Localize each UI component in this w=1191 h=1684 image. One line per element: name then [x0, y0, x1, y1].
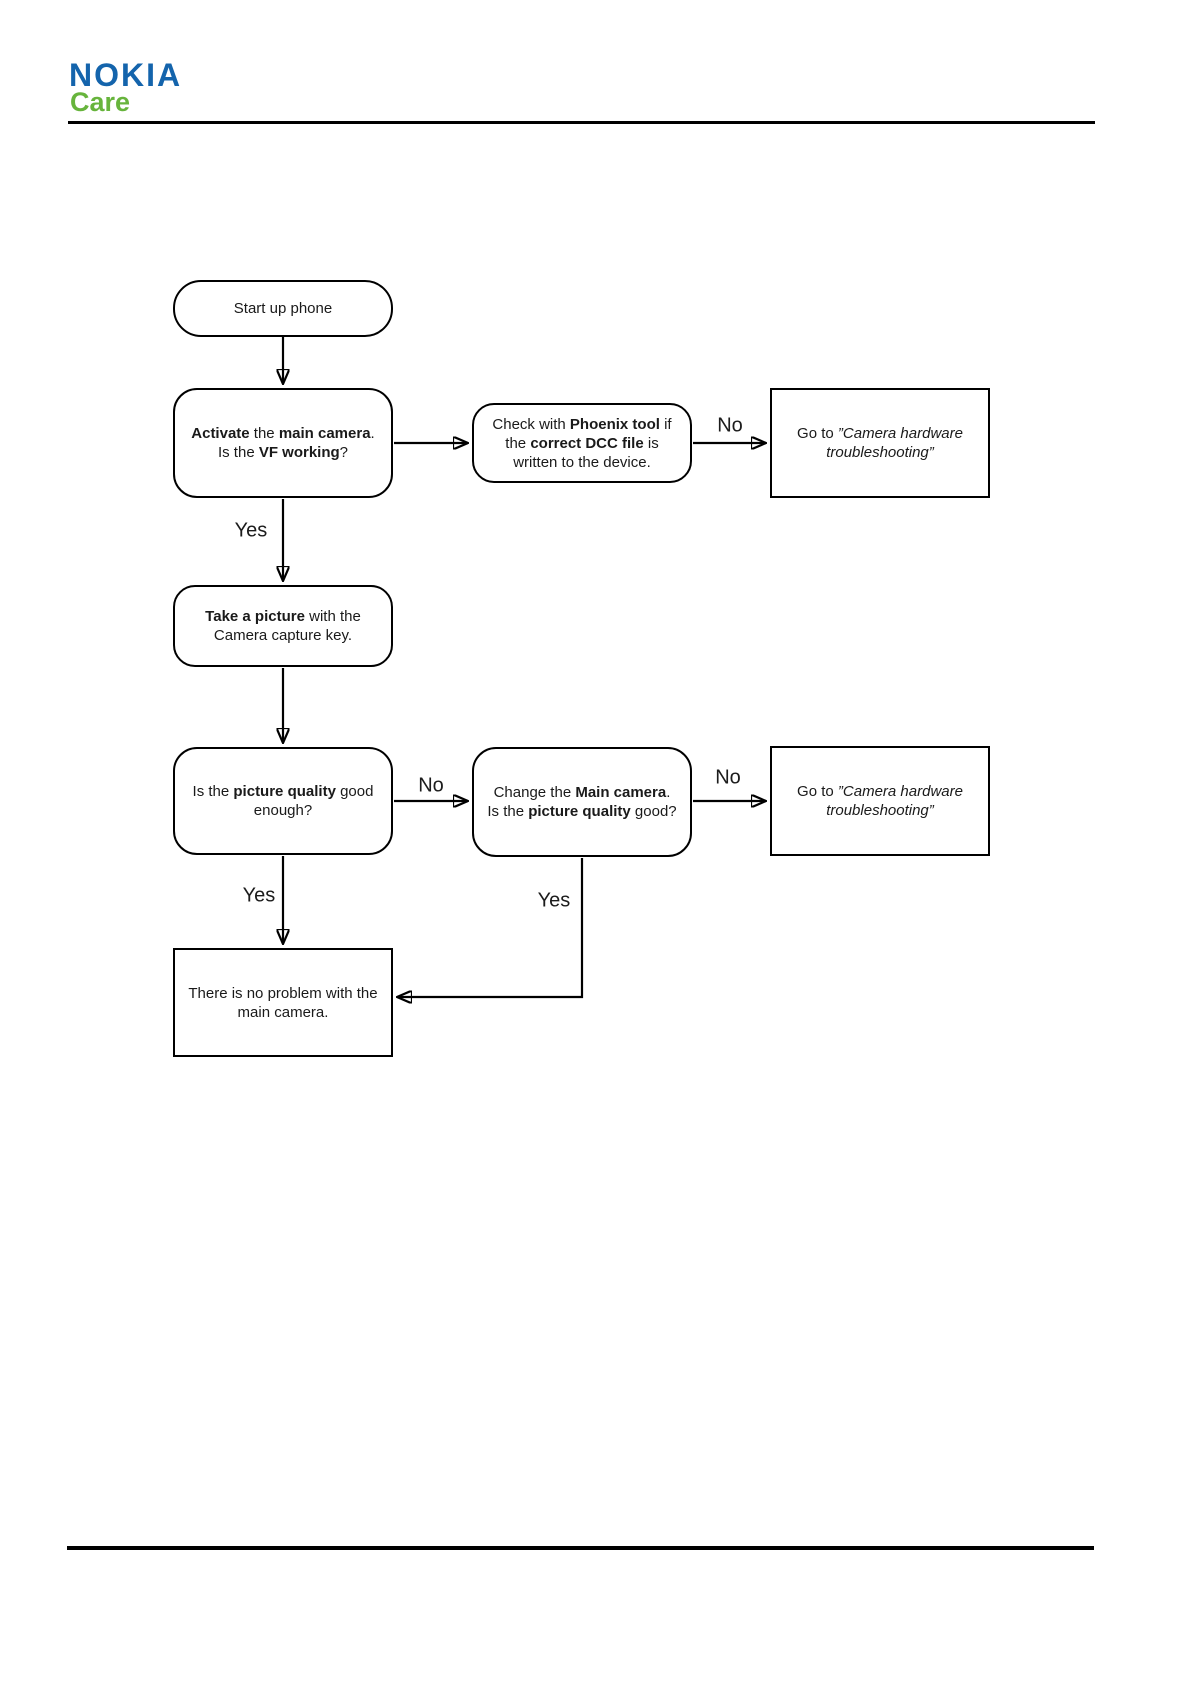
edge-label-no-1: No [717, 414, 743, 437]
flow-node-change-camera-text: Change the Main camera.Is the picture qu… [487, 784, 677, 820]
nokia-logo: NOKIA [69, 57, 183, 93]
flow-node-start-text: Start up phone [233, 300, 333, 317]
flow-node-goto-hardware-1: Go to ”Camera hardware troubleshooting” [770, 388, 990, 498]
edge-label-yes-3: Yes [537, 889, 571, 912]
flow-node-activate-camera: Activate the main camera.Is the VF worki… [173, 388, 393, 498]
flow-node-start: Start up phone [173, 280, 393, 337]
flow-node-goto-hardware-2-text: Go to ”Camera hardware troubleshooting” [797, 783, 963, 819]
flow-node-goto-hardware-2: Go to ”Camera hardware troubleshooting” [770, 746, 990, 856]
flow-node-goto-hardware-1-text: Go to ”Camera hardware troubleshooting” [797, 425, 963, 461]
edge-label-yes-2: Yes [242, 884, 276, 907]
flow-node-activate-camera-text: Activate the main camera.Is the VF worki… [191, 425, 375, 461]
care-logo: Care [70, 87, 131, 117]
edge-label-no-3: No [715, 766, 741, 789]
arrow-change-to-noproblem [397, 858, 584, 997]
header-rule [68, 121, 1095, 124]
flow-node-change-camera: Change the Main camera.Is the picture qu… [472, 747, 692, 857]
edge-label-no-2: No [418, 774, 444, 797]
edge-label-yes-1: Yes [234, 519, 268, 542]
footer-rule [67, 1546, 1094, 1550]
